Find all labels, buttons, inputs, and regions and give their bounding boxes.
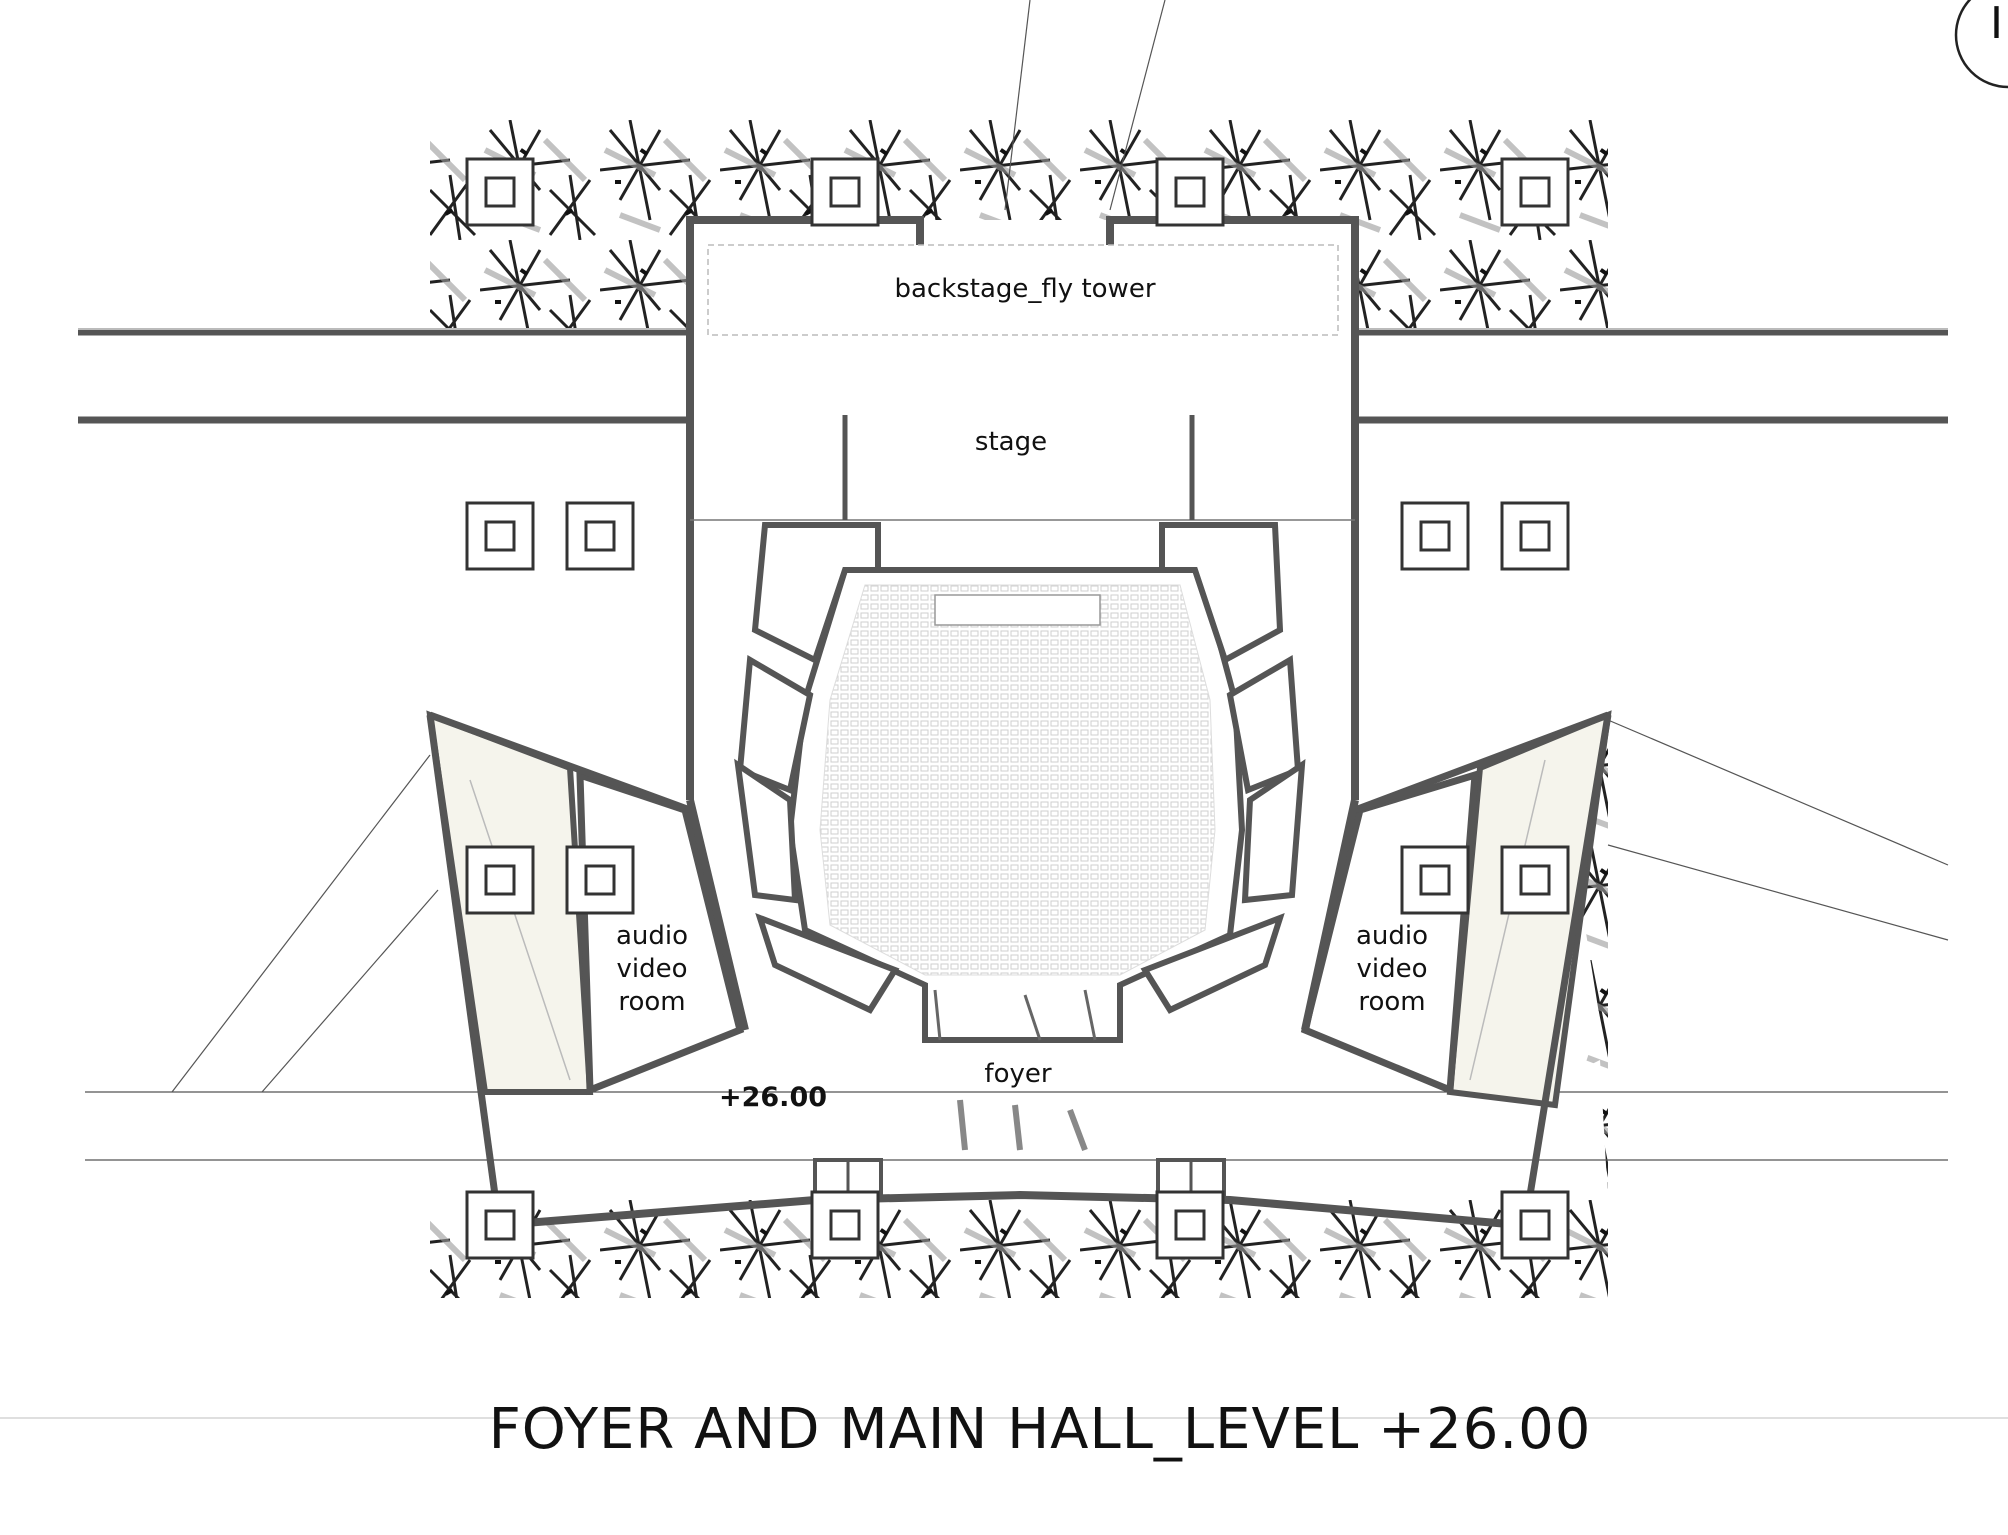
- passage-walls: [78, 328, 1948, 424]
- column-core-11: [1419, 864, 1451, 896]
- column-3: [1155, 157, 1225, 227]
- column-16: [1500, 1190, 1570, 1260]
- column-9: [465, 845, 535, 915]
- column-core-5: [484, 520, 516, 552]
- column-core-15: [1174, 1209, 1206, 1241]
- column-core-4: [1519, 176, 1551, 208]
- column-core-3: [1174, 176, 1206, 208]
- column-core-9: [484, 864, 516, 896]
- drawing-title: FOYER AND MAIN HALL_LEVEL +26.00: [489, 1397, 1592, 1462]
- column-core-13: [484, 1209, 516, 1241]
- column-2: [810, 157, 880, 227]
- label-backstage: backstage_fly tower: [894, 274, 1155, 304]
- column-11: [1400, 845, 1470, 915]
- label-stage: stage: [975, 427, 1047, 457]
- label-av-left-3: room: [618, 987, 685, 1017]
- label-foyer: foyer: [984, 1059, 1051, 1089]
- column-15: [1155, 1190, 1225, 1260]
- column-core-8: [1519, 520, 1551, 552]
- side-lodges: [734, 522, 1306, 1014]
- column-core-12: [1519, 864, 1551, 896]
- label-level: +26.00: [719, 1082, 827, 1113]
- column-core-7: [1419, 520, 1451, 552]
- label-av-right-1: audio: [1356, 921, 1428, 951]
- label-av-right-3: room: [1358, 987, 1425, 1017]
- column-core-10: [584, 864, 616, 896]
- column-core-14: [829, 1209, 861, 1241]
- column-6: [565, 501, 635, 571]
- column-7: [1400, 501, 1470, 571]
- column-1: [465, 157, 535, 227]
- column-core-2: [829, 176, 861, 208]
- column-core-1: [484, 176, 516, 208]
- auditorium-hall: [786, 567, 1246, 1152]
- structural-columns: [465, 157, 1570, 1260]
- column-8: [1500, 501, 1570, 571]
- column-core-6: [584, 520, 616, 552]
- label-av-left-2: video: [616, 954, 687, 984]
- label-av-right-2: video: [1356, 954, 1427, 984]
- label-av-left-1: audio: [616, 921, 688, 951]
- column-14: [810, 1190, 880, 1260]
- column-13: [465, 1190, 535, 1260]
- backstage-fly-tower: [686, 216, 1359, 800]
- column-12: [1500, 845, 1570, 915]
- reference-lines: [0, 0, 2008, 1419]
- north-arrow-letter: I: [1990, 0, 2003, 49]
- column-4: [1500, 157, 1570, 227]
- column-5: [465, 501, 535, 571]
- north-arrow: I: [1954, 0, 2008, 89]
- column-core-16: [1519, 1209, 1551, 1241]
- column-10: [565, 845, 635, 915]
